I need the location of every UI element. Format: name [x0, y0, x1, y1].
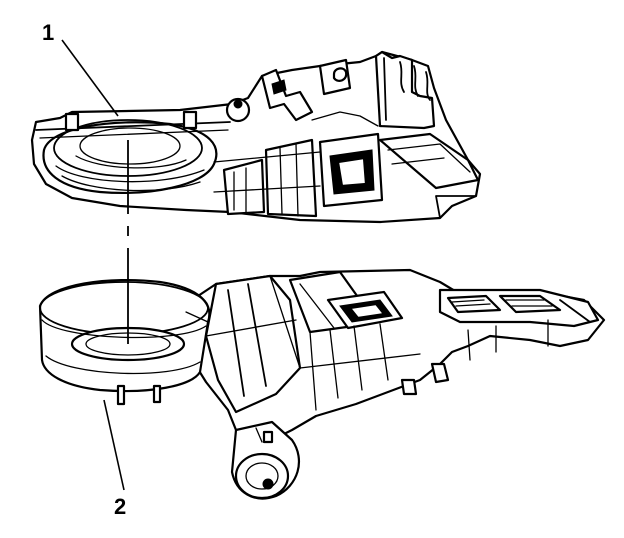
leader-line-1: [61, 39, 119, 117]
callout-2-label: 2: [114, 494, 126, 519]
callout-1-label: 1: [42, 20, 54, 45]
leader-line-2: [103, 399, 125, 491]
lower-evaporator-case: [38, 268, 606, 500]
upper-blower-case: [30, 50, 482, 224]
